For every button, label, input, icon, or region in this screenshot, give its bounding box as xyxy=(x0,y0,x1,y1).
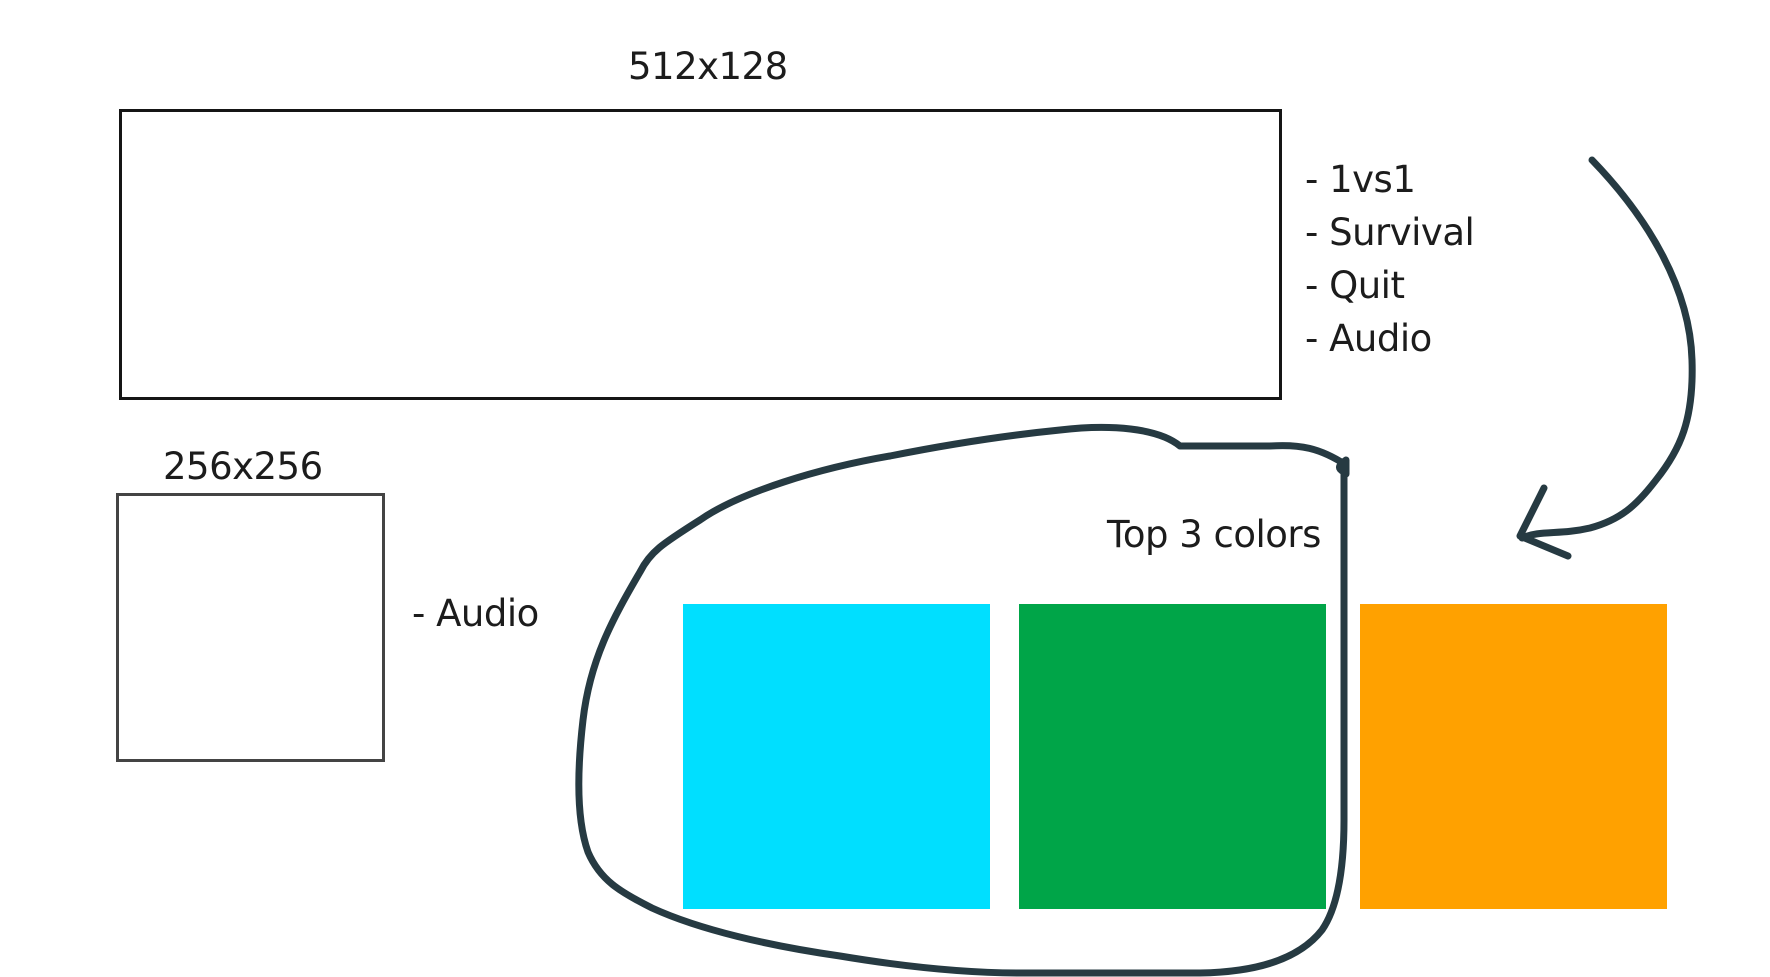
small-panel-size-label: 256x256 xyxy=(163,445,323,488)
large-panel-item-quit: - Quit xyxy=(1305,264,1405,307)
arrowhead-icon xyxy=(1516,484,1572,560)
large-panel-item-audio: - Audio xyxy=(1305,317,1432,360)
color-swatch-green xyxy=(1019,604,1326,909)
large-panel-item-survival: - Survival xyxy=(1305,211,1475,254)
small-panel-item-audio: - Audio xyxy=(412,592,539,635)
small-panel-box xyxy=(116,493,385,762)
curved-arrow-stroke xyxy=(1518,156,1696,542)
large-panel-size-label: 512x128 xyxy=(628,45,788,88)
large-panel-item-1vs1: - 1vs1 xyxy=(1305,158,1416,201)
large-panel-box xyxy=(119,109,1282,400)
color-swatch-orange xyxy=(1360,604,1667,909)
color-swatch-cyan xyxy=(683,604,990,909)
top-colors-label: Top 3 colors xyxy=(1107,513,1321,556)
